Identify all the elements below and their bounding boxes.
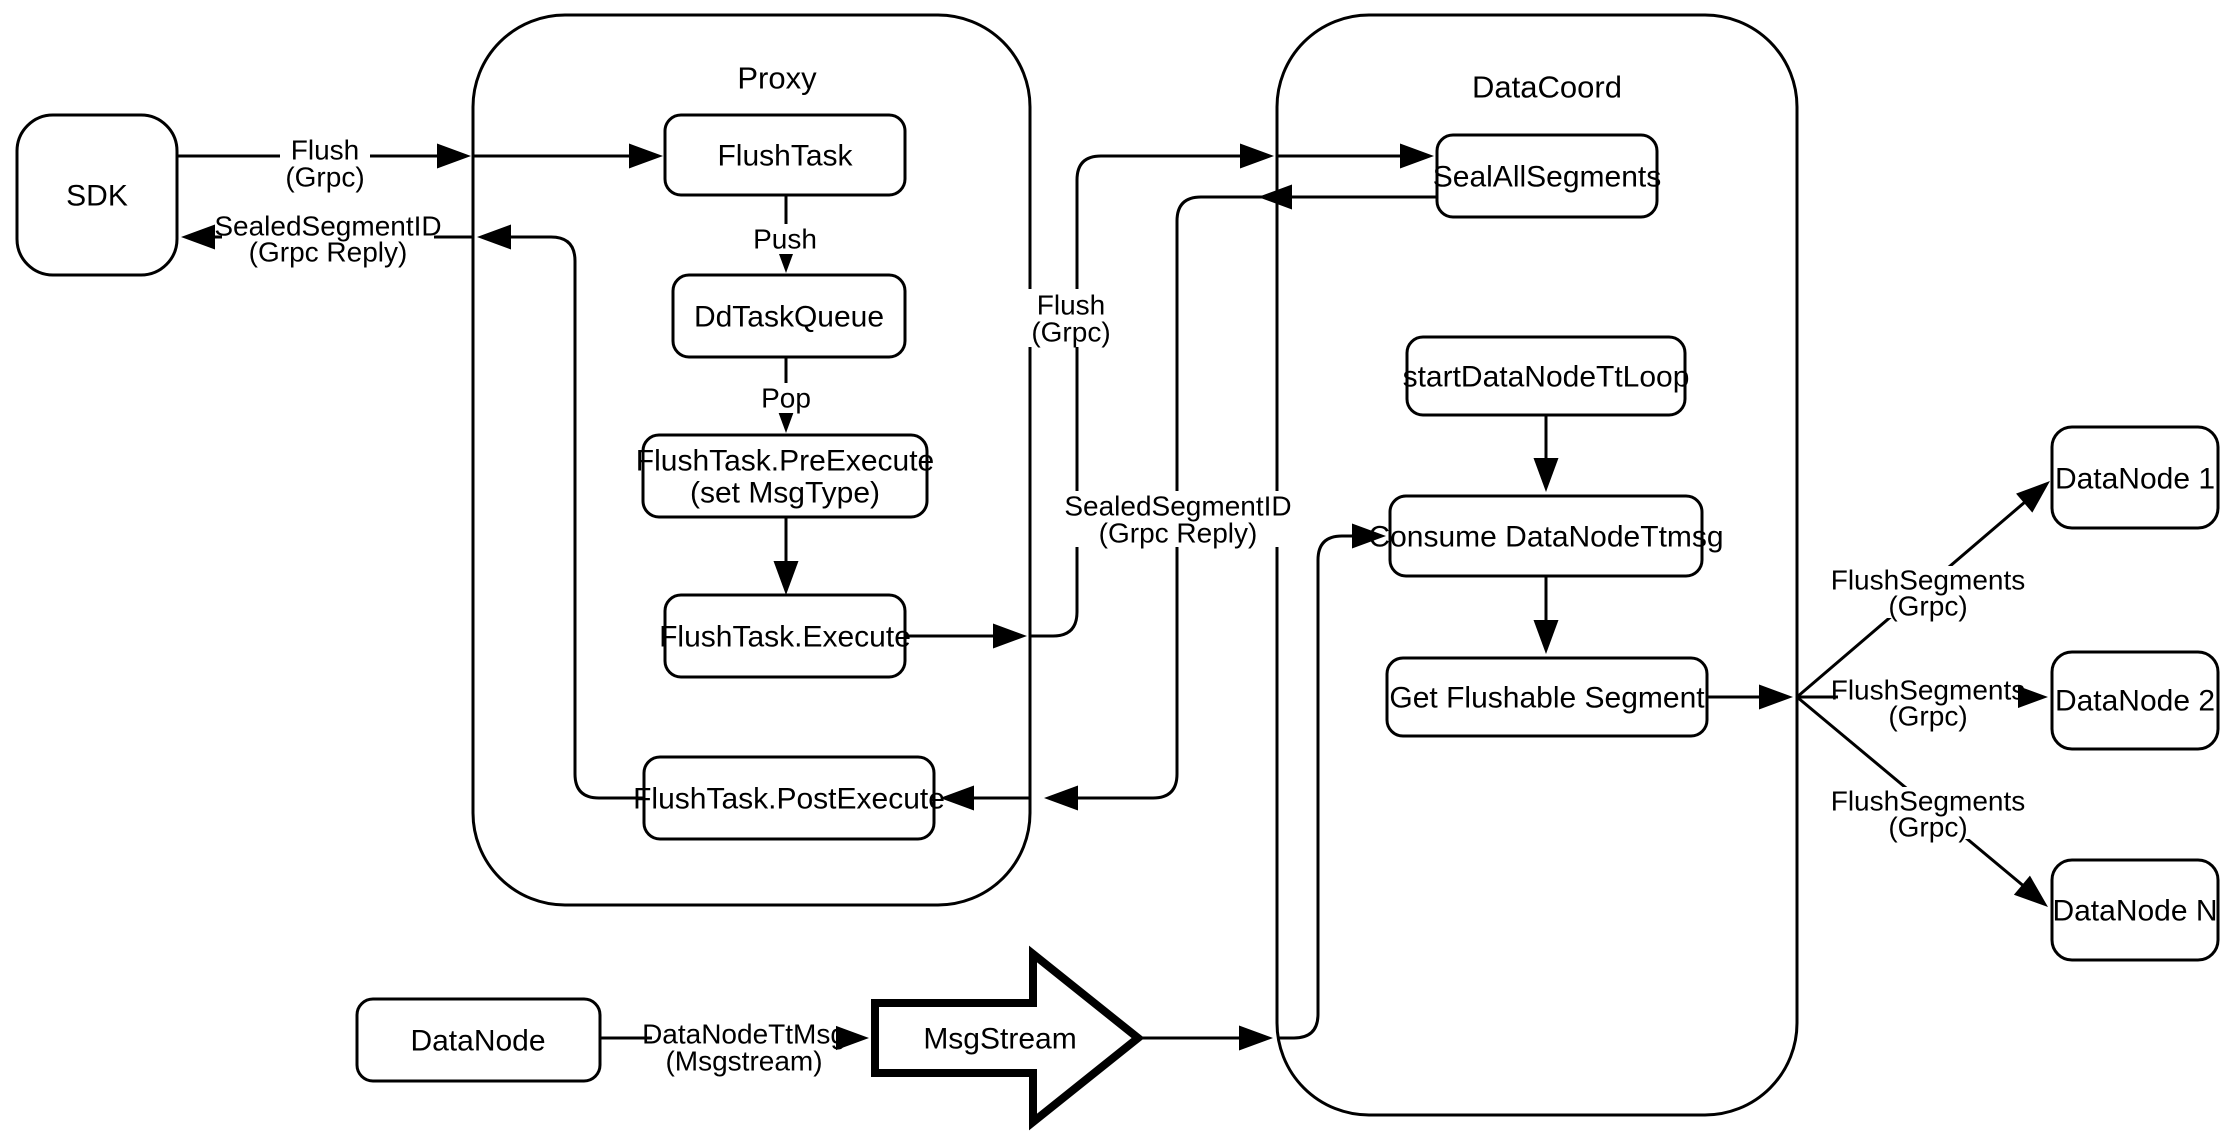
node-getflushablesegment-label: Get Flushable Segment <box>1389 682 1705 715</box>
label-bg <box>280 134 370 190</box>
datacoord-title: DataCoord <box>1472 70 1622 105</box>
edges <box>177 154 2047 1040</box>
label-bg <box>1838 787 2018 839</box>
arrowhead <box>1044 785 1078 811</box>
nodes: SDK FlushTask DdTaskQueue FlushTask.PreE… <box>15 113 2220 1131</box>
arrowhead <box>437 143 471 169</box>
edge-postexecute-to-proxyedge <box>481 235 644 800</box>
datacoord-container <box>1275 13 1799 1117</box>
edge-label-flushsegments3-line1: FlushSegments <box>1831 786 2026 817</box>
node-msgstream-label: MsgStream <box>923 1023 1076 1056</box>
edge-label-flushsegments1-line2: (Grpc) <box>1888 591 1967 622</box>
edge-label-flushsegments3-line2: (Grpc) <box>1888 812 1967 843</box>
label-bg <box>745 224 825 254</box>
edge-label-push: Push <box>753 224 817 255</box>
arrowhead <box>1400 143 1434 169</box>
edge-label-sealed-sdk-line1: SealedSegmentID <box>214 211 441 242</box>
edge-labels: Flush (Grpc) SealedSegmentID (Grpc Reply… <box>214 134 2025 1077</box>
node-sdk <box>15 113 179 277</box>
edge-msgstream-to-consume <box>1277 534 1381 1040</box>
node-flushtask <box>663 113 907 197</box>
arrowhead <box>181 224 215 250</box>
node-postexecute <box>642 755 936 841</box>
label-bg <box>1838 676 2018 728</box>
arrowhead <box>1258 184 1292 210</box>
node-datanode1-label: DataNode 1 <box>2055 463 2215 496</box>
edge-label-flush-datacoord-line1: Flush <box>1037 290 1105 321</box>
node-execute-label: FlushTask.Execute <box>659 621 911 654</box>
proxy-title: Proxy <box>737 61 817 96</box>
edge-label-flushsegments1-line1: FlushSegments <box>1831 565 2026 596</box>
label-bg <box>1838 566 2018 618</box>
node-datanoden-label: DataNode N <box>2052 895 2217 928</box>
node-sealallsegments <box>1435 133 1659 219</box>
node-consumedatanodettmsg-label: Consume DataNodeTtmsg <box>1368 521 1723 554</box>
label-bg <box>1072 491 1284 547</box>
label-bg <box>222 211 434 265</box>
edge-label-datanodettmsg-line2: (Msgstream) <box>665 1046 822 1077</box>
node-consumedatanodettmsg <box>1388 494 1704 578</box>
node-postexecute-label: FlushTask.PostExecute <box>633 783 945 816</box>
node-preexecute-label-line1: FlushTask.PreExecute <box>636 445 934 478</box>
node-getflushablesegment <box>1385 656 1709 738</box>
arrowhead <box>1240 143 1274 169</box>
node-startdatanodettloop <box>1405 335 1687 417</box>
edge-label-flushsegments2-line1: FlushSegments <box>1831 675 2026 706</box>
node-startdatanodettloop-label: startDataNodeTtLoop <box>1403 361 1690 394</box>
node-ddtaskqueue-label: DdTaskQueue <box>694 301 884 334</box>
label-bg <box>1026 289 1116 347</box>
edge-label-pop: Pop <box>761 383 811 414</box>
node-sdk-label: SDK <box>66 180 128 213</box>
edge-label-flush-datacoord-line2: (Grpc) <box>1031 317 1110 348</box>
node-datanode2-label: DataNode 2 <box>2055 685 2215 718</box>
arrowhead <box>477 224 511 250</box>
node-datanode2 <box>2050 650 2220 751</box>
edge-label-flushsegments2-line2: (Grpc) <box>1888 701 1967 732</box>
label-bg <box>652 1020 836 1075</box>
arrowhead <box>1533 620 1559 654</box>
arrowhead <box>1533 458 1559 492</box>
edge-label-flush-sdk-line2: (Grpc) <box>285 162 364 193</box>
node-preexecute <box>641 433 929 519</box>
edge-label-sealed-datacoord-line2: (Grpc Reply) <box>1099 518 1258 549</box>
arrowhead <box>1759 684 1793 710</box>
node-datanode <box>355 997 602 1083</box>
label-bg <box>755 383 817 413</box>
node-sealallsegments-label: SealAllSegments <box>1433 161 1661 194</box>
proxy-container <box>471 13 1032 907</box>
arrowhead <box>1239 1025 1273 1051</box>
arrowhead <box>940 785 974 811</box>
edge-label-sealed-sdk-line2: (Grpc Reply) <box>249 237 408 268</box>
edge-flush-to-datacoord <box>1030 154 1269 638</box>
arrowhead <box>993 623 1027 649</box>
arrowhead <box>629 143 663 169</box>
edge-label-sealed-datacoord-line1: SealedSegmentID <box>1064 491 1291 522</box>
node-ddtaskqueue <box>671 273 907 359</box>
node-datanode-label: DataNode <box>410 1025 545 1058</box>
edge-label-flush-sdk-line1: Flush <box>291 135 359 166</box>
node-flushtask-label: FlushTask <box>717 140 853 173</box>
node-datanoden <box>2050 858 2220 962</box>
arrowhead <box>773 561 799 595</box>
node-msgstream-arrow-shape <box>871 945 1145 1131</box>
node-datanode1 <box>2050 425 2220 530</box>
node-execute <box>663 593 907 679</box>
node-preexecute-label-line2: (set MsgType) <box>690 477 880 510</box>
edge-label-datanodettmsg-line1: DataNodeTtMsg <box>642 1019 846 1050</box>
arrowheads <box>181 143 2059 1051</box>
